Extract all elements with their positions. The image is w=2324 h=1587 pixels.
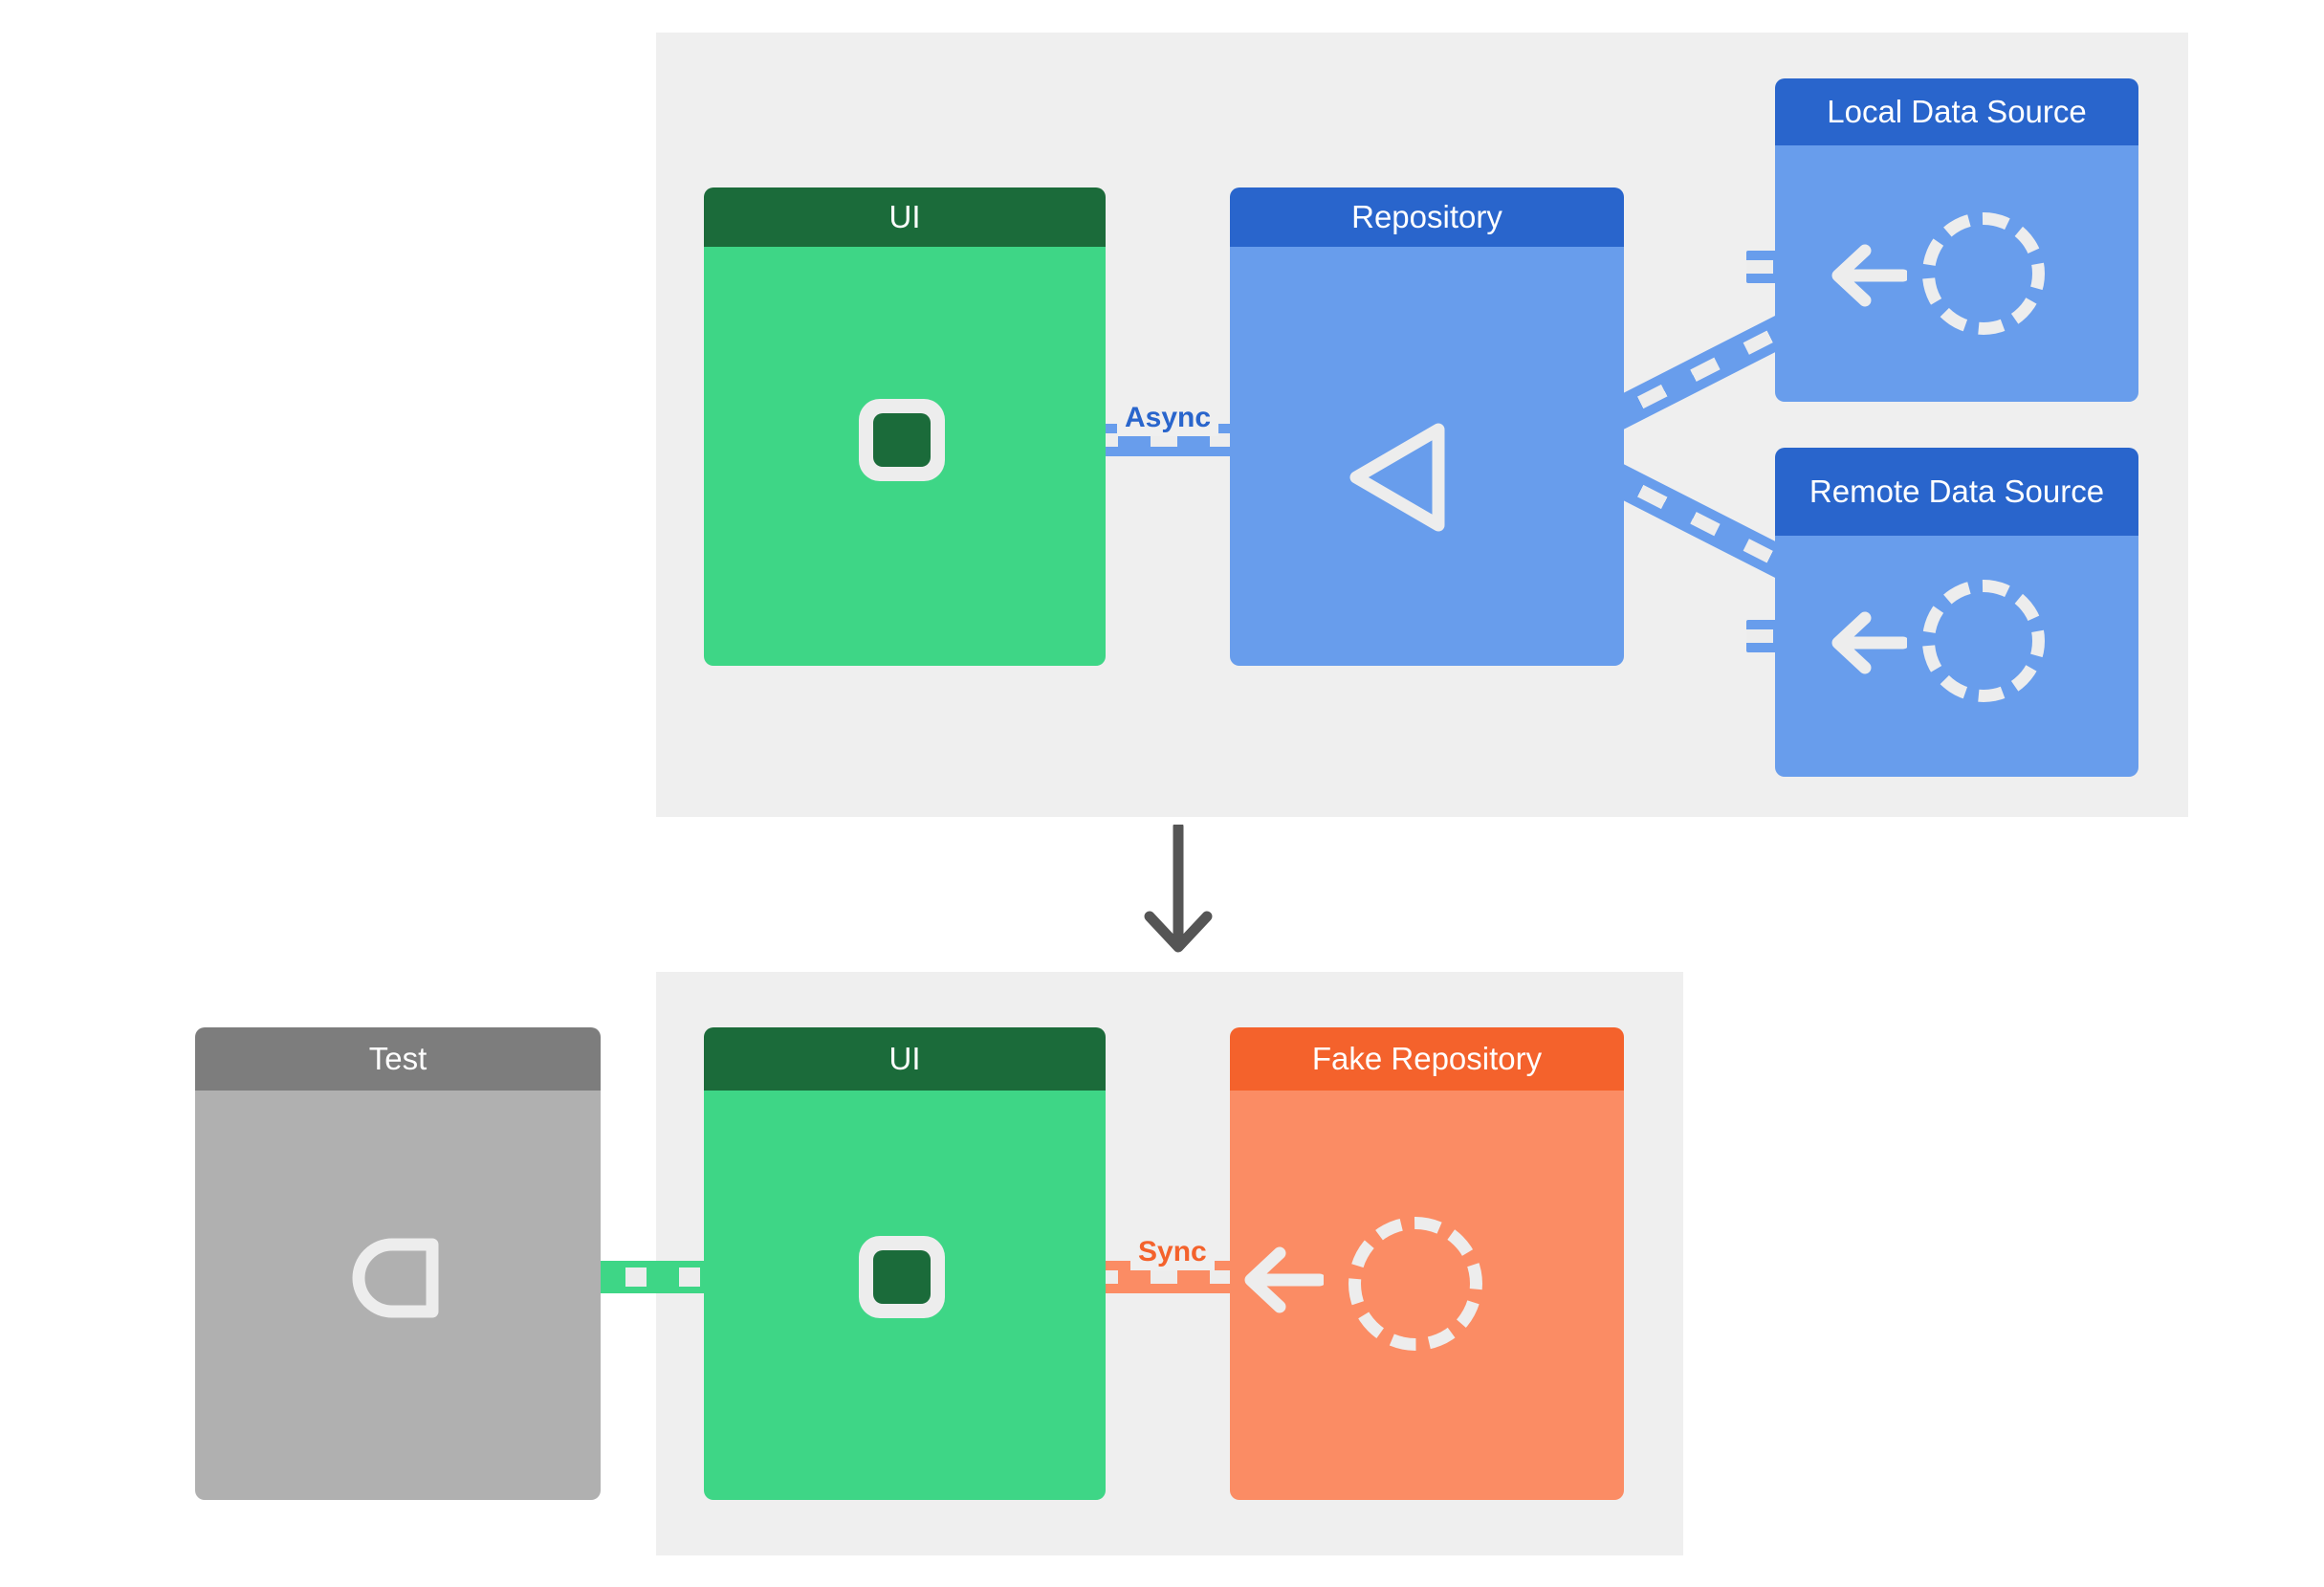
local-data-source-arrow-icon [1829,241,1910,310]
card-ui-test-title: UI [704,1027,1106,1091]
card-local-data-source[interactable]: Local Data Source [1775,78,2138,402]
card-repository[interactable]: Repository [1230,187,1624,666]
card-test-title: Test [195,1027,601,1091]
async-connector-label: Async [1117,400,1219,436]
card-remote-data-source[interactable]: Remote Data Source [1775,448,2138,777]
card-ui-production-title: UI [704,187,1106,247]
card-repository-title: Repository [1230,187,1624,247]
card-repository-body [1230,247,1624,666]
flow-down-arrow-icon [1140,821,1217,964]
card-test[interactable]: Test [195,1027,601,1500]
test-socket-icon [348,1238,440,1318]
ui-production-plug-icon [859,399,945,481]
card-fake-repository-title: Fake Repository [1230,1027,1624,1091]
remote-data-source-arrow-icon [1829,608,1910,677]
ui-production-plug-core [873,413,931,467]
card-remote-data-source-title: Remote Data Source [1775,448,2138,536]
ui-test-plug-core [873,1250,931,1304]
fake-repository-pending-circle-icon [1348,1217,1482,1351]
repository-merge-triangle-icon [1347,421,1450,534]
sync-connector-label: Sync [1130,1234,1215,1270]
remote-data-source-pending-circle-icon [1922,580,2045,702]
ui-test-plug-icon [859,1236,945,1318]
fake-repository-arrow-icon [1241,1244,1326,1316]
card-local-data-source-title: Local Data Source [1775,78,2138,145]
local-data-source-pending-circle-icon [1922,212,2045,335]
card-test-body [195,1091,601,1500]
